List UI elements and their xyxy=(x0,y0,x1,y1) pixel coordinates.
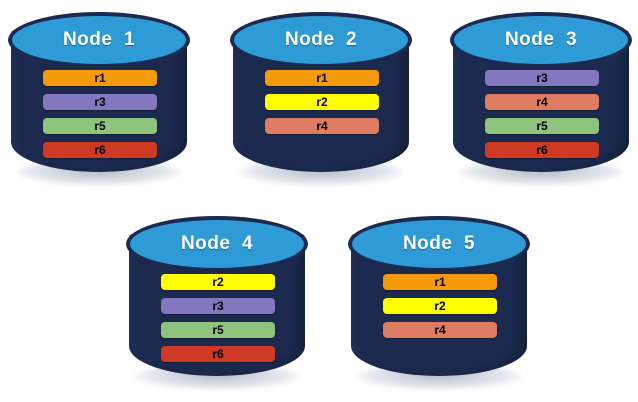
replica-label: r6 xyxy=(94,143,106,157)
replica-bar[interactable]: r1 xyxy=(383,274,497,290)
cylinder-top-ellipse xyxy=(450,12,632,68)
replica-stack: r2 r3 r5 r6 xyxy=(161,274,275,370)
replica-bar[interactable]: r4 xyxy=(485,94,599,110)
replica-bar[interactable]: r3 xyxy=(161,298,275,314)
replica-label: r3 xyxy=(212,299,224,313)
database-node-5[interactable]: Node 5 r1 r2 r4 xyxy=(348,212,530,390)
replica-label: r2 xyxy=(434,299,446,313)
replica-bar[interactable]: r3 xyxy=(43,94,157,110)
replica-label: r5 xyxy=(536,119,548,133)
replica-label: r4 xyxy=(536,95,548,109)
replica-label: r6 xyxy=(536,143,548,157)
replica-bar[interactable]: r3 xyxy=(485,70,599,86)
replica-label: r5 xyxy=(94,119,106,133)
replica-bar[interactable]: r2 xyxy=(383,298,497,314)
node-title: Node 3 xyxy=(504,29,578,50)
replica-bar[interactable]: r5 xyxy=(43,118,157,134)
replica-label: r1 xyxy=(94,71,106,85)
replica-stack: r1 r2 r4 xyxy=(383,274,497,346)
database-node-3[interactable]: Node 3 r3 r4 r5 r6 xyxy=(450,8,632,186)
replica-label: r3 xyxy=(94,95,106,109)
replica-bar[interactable]: r2 xyxy=(265,94,379,110)
replica-stack: r1 r2 r4 xyxy=(265,70,379,142)
replica-bar[interactable]: r6 xyxy=(43,142,157,158)
replica-label: r2 xyxy=(212,275,224,289)
replica-stack: r1 r3 r5 r6 xyxy=(43,70,157,166)
replica-bar[interactable]: r4 xyxy=(265,118,379,134)
database-node-2[interactable]: Node 2 r1 r2 r4 xyxy=(230,8,412,186)
node-title: Node 4 xyxy=(180,233,254,254)
replica-label: r5 xyxy=(212,323,224,337)
replica-label: r3 xyxy=(536,71,548,85)
replica-bar[interactable]: r4 xyxy=(383,322,497,338)
cylinder-top-ellipse xyxy=(8,12,190,68)
replica-bar[interactable]: r1 xyxy=(43,70,157,86)
cylinder-top-ellipse xyxy=(348,216,530,272)
replica-bar[interactable]: r5 xyxy=(161,322,275,338)
replica-bar[interactable]: r5 xyxy=(485,118,599,134)
replica-bar[interactable]: r6 xyxy=(161,346,275,362)
cylinder-top-ellipse xyxy=(126,216,308,272)
node-title: Node 2 xyxy=(284,29,358,50)
replica-stack: r3 r4 r5 r6 xyxy=(485,70,599,166)
replica-bar[interactable]: r2 xyxy=(161,274,275,290)
database-node-1[interactable]: Node 1 r1 r3 r5 r6 xyxy=(8,8,190,186)
replica-label: r2 xyxy=(316,95,328,109)
replica-label: r1 xyxy=(434,275,446,289)
replica-label: r6 xyxy=(212,347,224,361)
replica-bar[interactable]: r6 xyxy=(485,142,599,158)
node-title: Node 1 xyxy=(62,29,136,50)
replica-label: r1 xyxy=(316,71,328,85)
replica-label: r4 xyxy=(316,119,328,133)
replica-label: r4 xyxy=(434,323,446,337)
cylinder-top-ellipse xyxy=(230,12,412,68)
database-node-4[interactable]: Node 4 r2 r3 r5 r6 xyxy=(126,212,308,390)
node-title: Node 5 xyxy=(402,233,476,254)
replica-bar[interactable]: r1 xyxy=(265,70,379,86)
